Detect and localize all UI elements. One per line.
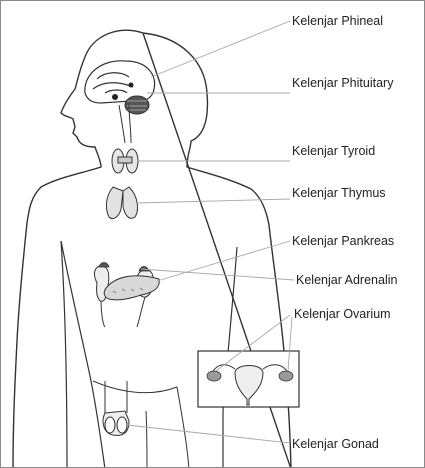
brainstem bbox=[119, 105, 131, 143]
thymus-gland-icon bbox=[106, 187, 137, 219]
thyroid-gland-icon bbox=[112, 149, 138, 173]
leader-gonad bbox=[127, 425, 290, 443]
label-phineal: Kelenjar Phineal bbox=[292, 14, 383, 28]
leg-divide bbox=[146, 411, 147, 468]
label-tyroid: Kelenjar Tyroid bbox=[292, 144, 375, 158]
right-leg-line bbox=[177, 387, 189, 468]
brain-icon bbox=[85, 61, 155, 103]
label-gonad: Kelenjar Gonad bbox=[292, 437, 379, 451]
leader-thymus bbox=[137, 199, 290, 203]
label-phituitary: Kelenjar Phituitary bbox=[292, 76, 393, 90]
left-arm-inner-line bbox=[61, 241, 67, 468]
label-ovarium: Kelenjar Ovarium bbox=[294, 307, 391, 321]
label-thymus: Kelenjar Thymus bbox=[292, 186, 386, 200]
ovary-right-icon bbox=[279, 371, 293, 381]
label-adrenalin: Kelenjar Adrenalin bbox=[296, 273, 397, 287]
ovary-left-icon bbox=[207, 371, 221, 381]
pineal-gland-dot bbox=[129, 83, 134, 88]
ureters bbox=[101, 297, 145, 327]
pituitary-gland-dot bbox=[112, 94, 118, 100]
leader-adrenalin bbox=[141, 269, 294, 280]
hip-line bbox=[93, 381, 177, 393]
pancreas-icon bbox=[104, 276, 159, 300]
label-pankreas: Kelenjar Pankreas bbox=[292, 234, 394, 248]
leader-phineal bbox=[151, 21, 290, 77]
